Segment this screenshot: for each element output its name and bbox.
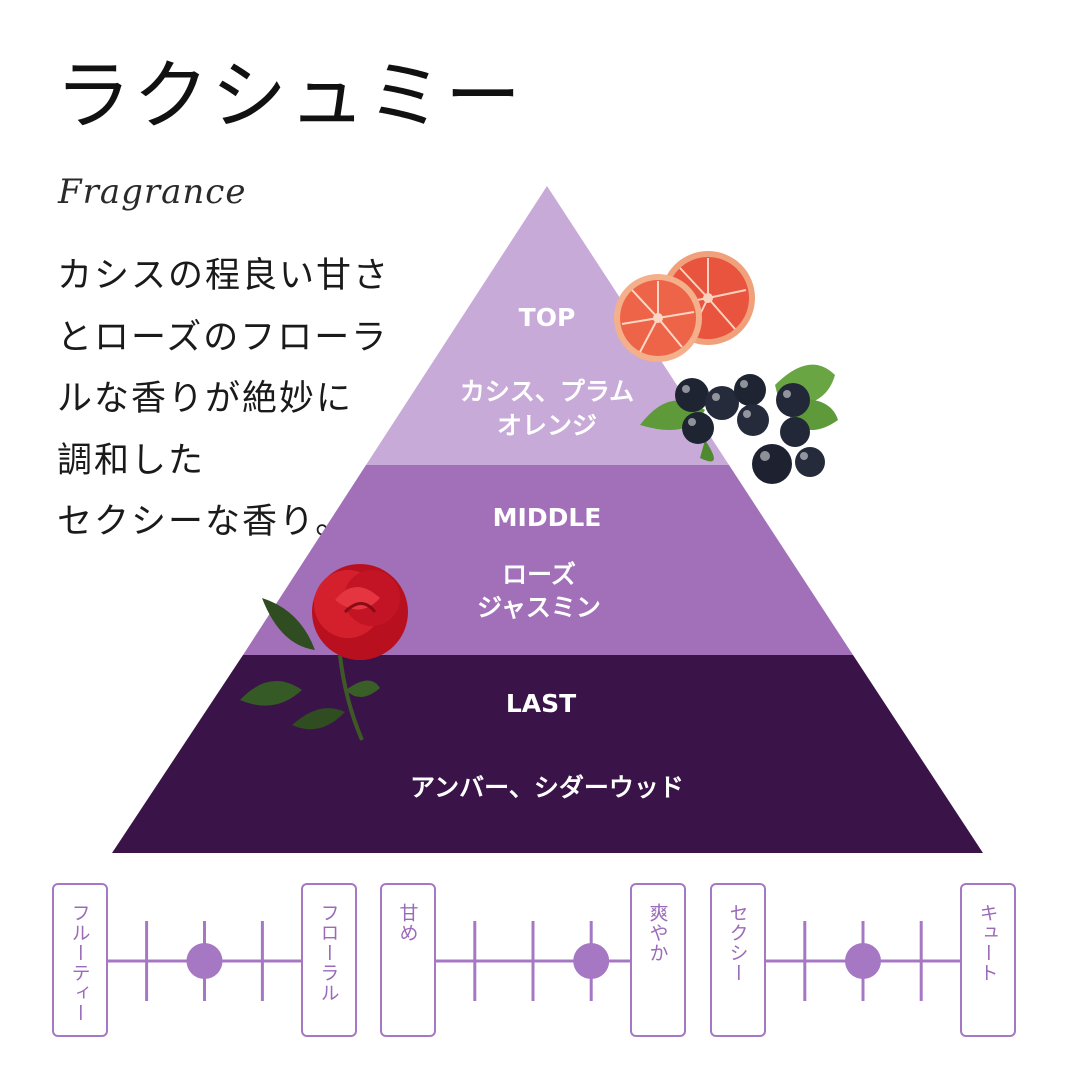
top-label: TOP [519, 303, 576, 332]
grapefruit-image [614, 251, 755, 362]
fragrance-label: Fragrance [58, 172, 247, 212]
blackcurrant-image [640, 364, 838, 484]
scale-left-label: フルーティー [68, 903, 91, 1023]
middle-notes-line1: ローズ [502, 560, 576, 589]
description-line: ルな香りが絶妙に [57, 379, 354, 419]
middle-notes-line2: ジャスミン [477, 593, 601, 622]
scale-right-label-box: フローラル [301, 883, 357, 1037]
scale-left-label: 甘め [396, 903, 419, 943]
scale-right-label: 爽やか [646, 903, 669, 963]
pyramid-last-tier [112, 655, 983, 853]
scale-right-label: フローラル [317, 903, 340, 1003]
scale-left-label: セクシー [726, 903, 749, 983]
last-notes: アンバー、シダーウッド [410, 773, 684, 802]
last-label: LAST [506, 689, 576, 718]
description-line: セクシーな香り。 [57, 502, 353, 542]
description-line: カシスの程良い甘さ [57, 256, 391, 296]
scale-left-label-box: セクシー [710, 883, 766, 1037]
scale-right-label-box: キュート [960, 883, 1016, 1037]
top-notes-line2: オレンジ [497, 411, 597, 440]
scale-right-label: キュート [976, 903, 999, 983]
scale-left-label-box: 甘め [380, 883, 436, 1037]
product-title: ラクシュミー [55, 51, 523, 140]
description: カシスの程良い甘さ とローズのフローラ ルな香りが絶妙に 調和した セクシーな香… [57, 246, 390, 554]
scale-right-label-box: 爽やか [630, 883, 686, 1037]
top-notes-line1: カシス、プラム [460, 377, 634, 406]
middle-label: MIDDLE [493, 503, 602, 532]
rose-image [240, 564, 408, 741]
description-line: とローズのフローラ [57, 317, 389, 358]
pyramid-top-tier [366, 186, 729, 465]
scale-left-label-box: フルーティー [52, 883, 108, 1037]
description-line: 調和した [57, 440, 206, 481]
